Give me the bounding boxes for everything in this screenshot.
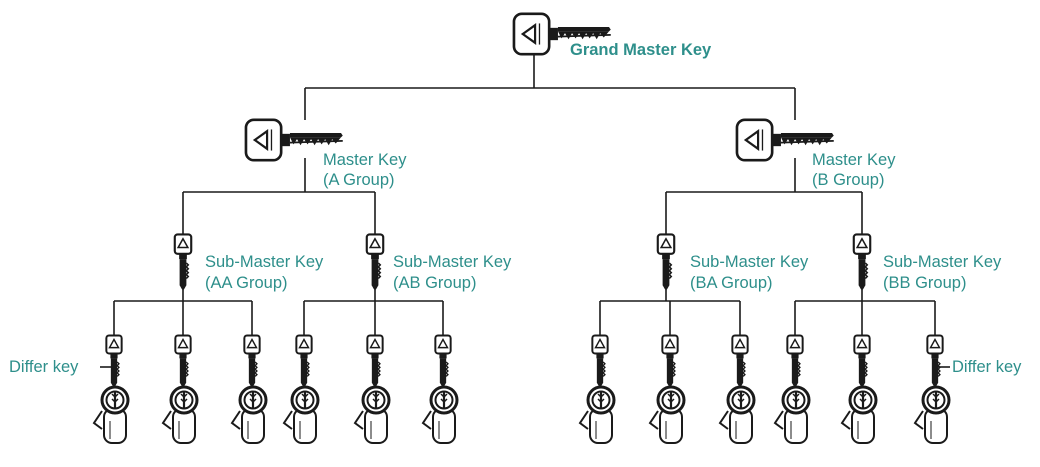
master-key-b-group: (B Group) [812, 171, 885, 189]
small-key-icon [661, 334, 679, 390]
master-key-a-group: (A Group) [323, 171, 395, 189]
small-key-icon [926, 334, 944, 390]
differ-key-label-left: Differ key [9, 358, 79, 376]
lock-cylinder-icon [578, 385, 616, 445]
sub-master-key-bb-group: (BB Group) [883, 274, 967, 292]
connector-lines [100, 55, 950, 368]
lock-cylinder-icon [718, 385, 756, 445]
small-key-icon [366, 334, 384, 390]
lock-cylinder-icon [353, 385, 391, 445]
small-key-icon [243, 334, 261, 390]
small-key-icon [295, 334, 313, 390]
sub-master-key-ba-group: (BA Group) [690, 274, 773, 292]
small-key-icon [591, 334, 609, 390]
small-key-icon [656, 233, 676, 293]
sub-master-key-bb-label: Sub-Master Key [883, 253, 1002, 271]
small-key-icon [786, 334, 804, 390]
lock-cylinder-icon [230, 385, 268, 445]
sub-to-differ-connector [795, 290, 935, 302]
sub-master-key-aa-label: Sub-Master Key [205, 253, 324, 271]
small-key-icon [365, 233, 385, 293]
sub-master-key-aa-group: (AA Group) [205, 274, 288, 292]
grand-to-master-connector [304, 55, 796, 120]
lock-cylinder-icon [161, 385, 199, 445]
grand-master-key-label: Grand Master Key [570, 41, 712, 59]
sub-to-differ-connector [304, 290, 443, 302]
lock-cylinder-icon [840, 385, 878, 445]
small-key-icon [173, 233, 193, 293]
differ-key-label-right: Differ key [952, 358, 1022, 376]
lock-cylinder-icon [773, 385, 811, 445]
lock-cylinder-icon [648, 385, 686, 445]
small-key-icon [853, 334, 871, 390]
small-key-icon [105, 334, 123, 390]
sub-master-key-ba-label: Sub-Master Key [690, 253, 809, 271]
master-key-a-label: Master Key [323, 151, 407, 169]
master-to-sub-connector [665, 158, 863, 234]
key-icons [92, 12, 951, 445]
small-key-icon [174, 334, 192, 390]
lock-cylinder-icon [92, 385, 130, 445]
master-key-b-label: Master Key [812, 151, 896, 169]
master-to-sub-connector [182, 158, 376, 234]
sub-master-key-ab-group: (AB Group) [393, 274, 477, 292]
small-key-icon [852, 233, 872, 293]
lock-cylinder-icon [421, 385, 459, 445]
lock-cylinder-icon [282, 385, 320, 445]
lock-cylinder-icon [913, 385, 951, 445]
small-key-icon [434, 334, 452, 390]
sub-master-key-ab-label: Sub-Master Key [393, 253, 512, 271]
small-key-icon [731, 334, 749, 390]
